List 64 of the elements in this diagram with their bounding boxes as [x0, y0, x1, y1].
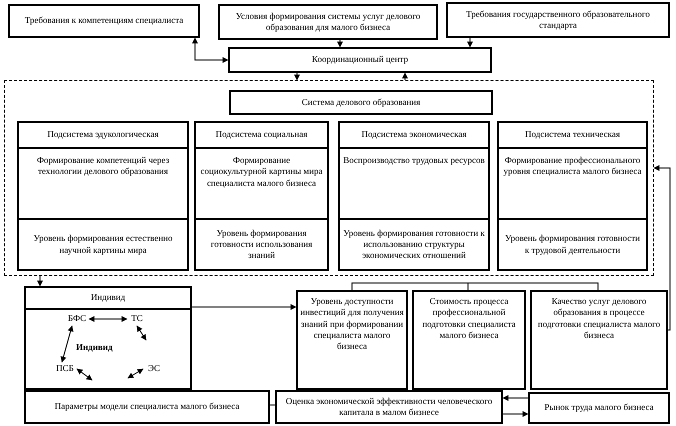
text-label: ТС — [128, 313, 146, 325]
subsystem-column — [194, 121, 329, 271]
subsystem-column — [338, 121, 490, 271]
column-heading: Подсистема социальная — [216, 129, 308, 141]
box-heading: Индивид — [90, 292, 126, 304]
column-text: Уровень формирования готовности к трудовой деятельности — [504, 233, 641, 256]
box-text: Координационный центр — [312, 54, 408, 66]
center-label: Индивид — [76, 342, 113, 354]
arrow — [653, 165, 670, 330]
column-heading: Подсистема эдукологическая — [47, 129, 159, 141]
individual-box — [24, 286, 192, 390]
process-box — [530, 290, 668, 390]
arrow — [502, 395, 528, 401]
process-box — [275, 390, 503, 424]
arrow — [127, 368, 144, 378]
column-heading: Подсистема экономическая — [362, 129, 466, 141]
process-box — [24, 390, 270, 424]
process-box — [446, 2, 670, 38]
connector-line — [270, 404, 276, 406]
box-text: Рынок труда малого бизнеса — [544, 402, 654, 414]
arrow — [76, 368, 92, 380]
subsystem-column — [17, 121, 189, 271]
column-text: Уровень формирования естественно научной картины мира — [32, 233, 174, 256]
column-text: Формирование профессионального уровня специалиста малого бизнеса — [502, 155, 643, 178]
subsystem-column — [497, 121, 648, 271]
process-box — [8, 4, 200, 38]
column-text: Формирование компетенций через технологии делового образования — [36, 155, 170, 178]
connector-line — [352, 282, 468, 290]
process-box — [412, 290, 526, 390]
connector-line — [468, 282, 598, 290]
text-label: ЭС — [144, 363, 164, 375]
box-text: Система делового образования — [302, 96, 420, 108]
arrow — [294, 72, 300, 81]
box-text: Требования государственного образовательного стандарта — [465, 8, 651, 32]
process-box — [228, 47, 492, 73]
box-text: Качество услуг делового образования в процессе подготовки специалиста малого бизнеса — [536, 296, 662, 341]
column-text: Уровень формирования готовности к использованию структуры экономических отношений — [343, 228, 485, 262]
arrow — [502, 411, 529, 417]
box-text: Требования к компетенциям специалиста — [24, 15, 184, 27]
column-text: Уровень формирования готовности использования знаний — [210, 228, 314, 262]
box-text: Условия формирования системы услуг делового образования для малого бизнеса — [234, 10, 422, 34]
arrow — [192, 304, 297, 310]
system-region — [4, 80, 654, 276]
column-text: Формирование социокультурной картины мира специалиста малого бизнеса — [200, 155, 324, 189]
column-text: Воспроизводство трудовых ресурсов — [343, 155, 485, 166]
process-box — [218, 4, 438, 40]
box-text: Уровень доступности инвестиций для получения знаний при формировании специалиста малого бизнеса — [299, 296, 405, 352]
text-label: ПСБ — [54, 363, 76, 375]
process-box — [229, 90, 493, 115]
arrow — [467, 38, 473, 48]
box-text: Параметры модели специалиста малого бизнеса — [54, 401, 240, 413]
arrow — [88, 316, 128, 322]
process-box — [528, 392, 670, 424]
box-text: Стоимость процесса профессиональной подготовки специалиста малого бизнеса — [421, 296, 517, 341]
process-box — [296, 290, 408, 390]
arrow — [192, 37, 229, 63]
text-label: БФС — [66, 313, 88, 325]
arrow — [337, 40, 343, 48]
arrow — [60, 325, 74, 363]
box-text: Оценка экономической эффективности человеческого капитала в малом бизнесе — [284, 396, 494, 418]
arrow — [37, 276, 43, 287]
arrow — [402, 72, 408, 80]
column-heading: Подсистема техническая — [525, 129, 620, 141]
arrow — [136, 326, 146, 340]
